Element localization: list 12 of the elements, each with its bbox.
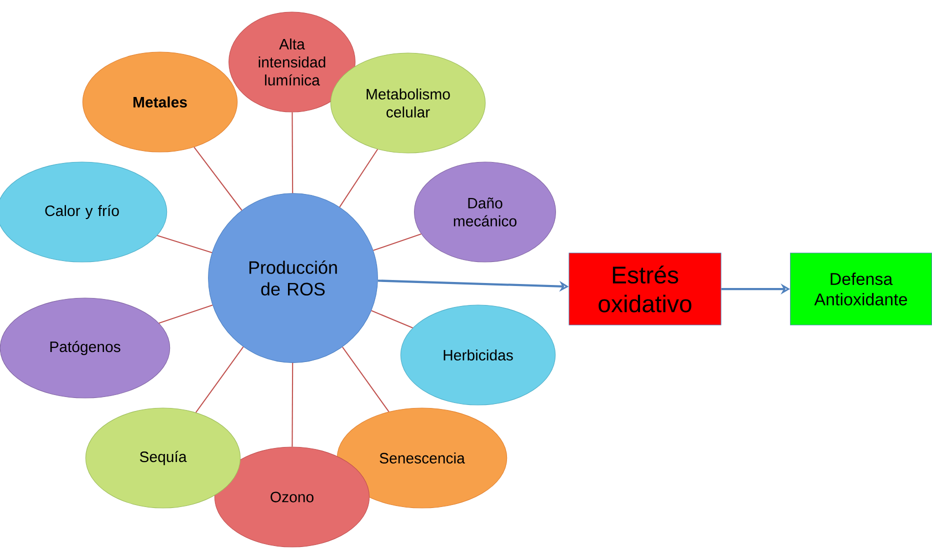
- connector-line: [339, 148, 378, 208]
- connector-line: [342, 346, 390, 412]
- connector-line: [158, 304, 213, 324]
- process-box: Estrés oxidativo: [568, 252, 722, 326]
- connector-line: [292, 362, 294, 447]
- connector-line: [371, 310, 413, 328]
- connector-line: [194, 146, 242, 211]
- process-box: Defensa Antioxidante: [790, 252, 932, 326]
- connector-line: [157, 235, 212, 254]
- connector-line: [195, 346, 244, 413]
- connector-line: [292, 112, 294, 194]
- connector-line: [373, 233, 422, 251]
